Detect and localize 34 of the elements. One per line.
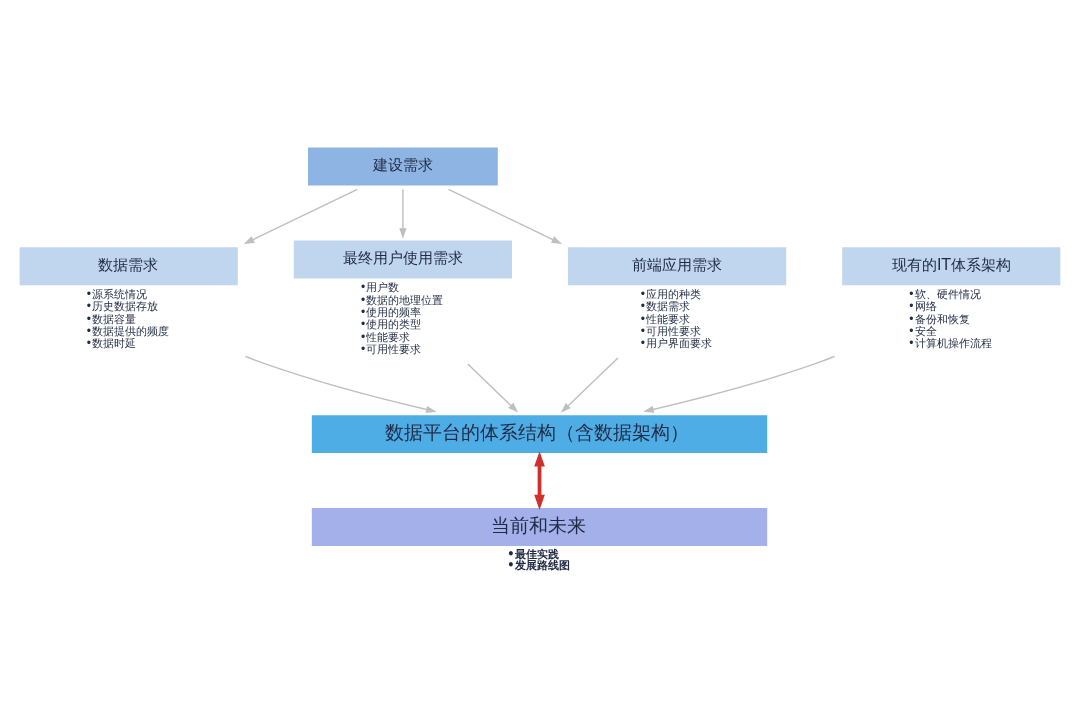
node-label: •性能要求 xyxy=(359,329,411,344)
arrow xyxy=(243,188,359,244)
node-label: •源系统情况 xyxy=(85,286,148,301)
arrow xyxy=(534,450,545,510)
node-box: 前端应用需求 xyxy=(568,246,787,285)
arrow xyxy=(560,356,619,413)
node-label: •可用性要求 xyxy=(639,323,702,338)
node-label: •备份和恢复 xyxy=(908,311,970,326)
node-label: •性能要求 xyxy=(639,311,691,326)
node-box: 当前和未来 xyxy=(311,507,768,546)
node-box: 最终用户使用需求 xyxy=(293,240,512,278)
node-label: •使用的类型 xyxy=(359,316,422,331)
node-box: 数据需求 xyxy=(19,246,238,285)
arrow xyxy=(467,362,519,413)
arrow xyxy=(447,188,563,244)
node-label: •软、硬件情况 xyxy=(908,286,981,301)
node-label: •使用的频率 xyxy=(359,304,422,319)
node-box: 数据平台的体系结构（含数据架构） xyxy=(311,414,768,453)
arrow xyxy=(399,188,407,239)
node-label: •历史数据存放 xyxy=(85,298,159,313)
node-label: •应用的种类 xyxy=(639,286,702,301)
node-label: •安全 xyxy=(908,323,937,338)
node-label: •数据时延 xyxy=(85,335,137,350)
arrow xyxy=(643,355,836,413)
node-box: 建设需求 xyxy=(308,147,498,186)
node-label: •可用性要求 xyxy=(359,341,422,356)
node-label: •用户界面要求 xyxy=(639,335,713,350)
node-label: •数据容量 xyxy=(85,311,137,326)
node-box: 现有的IT体系架构 xyxy=(842,246,1061,285)
node-label: •数据的地理位置 xyxy=(359,292,444,307)
node-label: •计算机操作流程 xyxy=(908,335,992,350)
node-label: •数据需求 xyxy=(639,298,691,313)
arrow xyxy=(244,355,437,413)
node-label: •用户数 xyxy=(359,279,400,294)
